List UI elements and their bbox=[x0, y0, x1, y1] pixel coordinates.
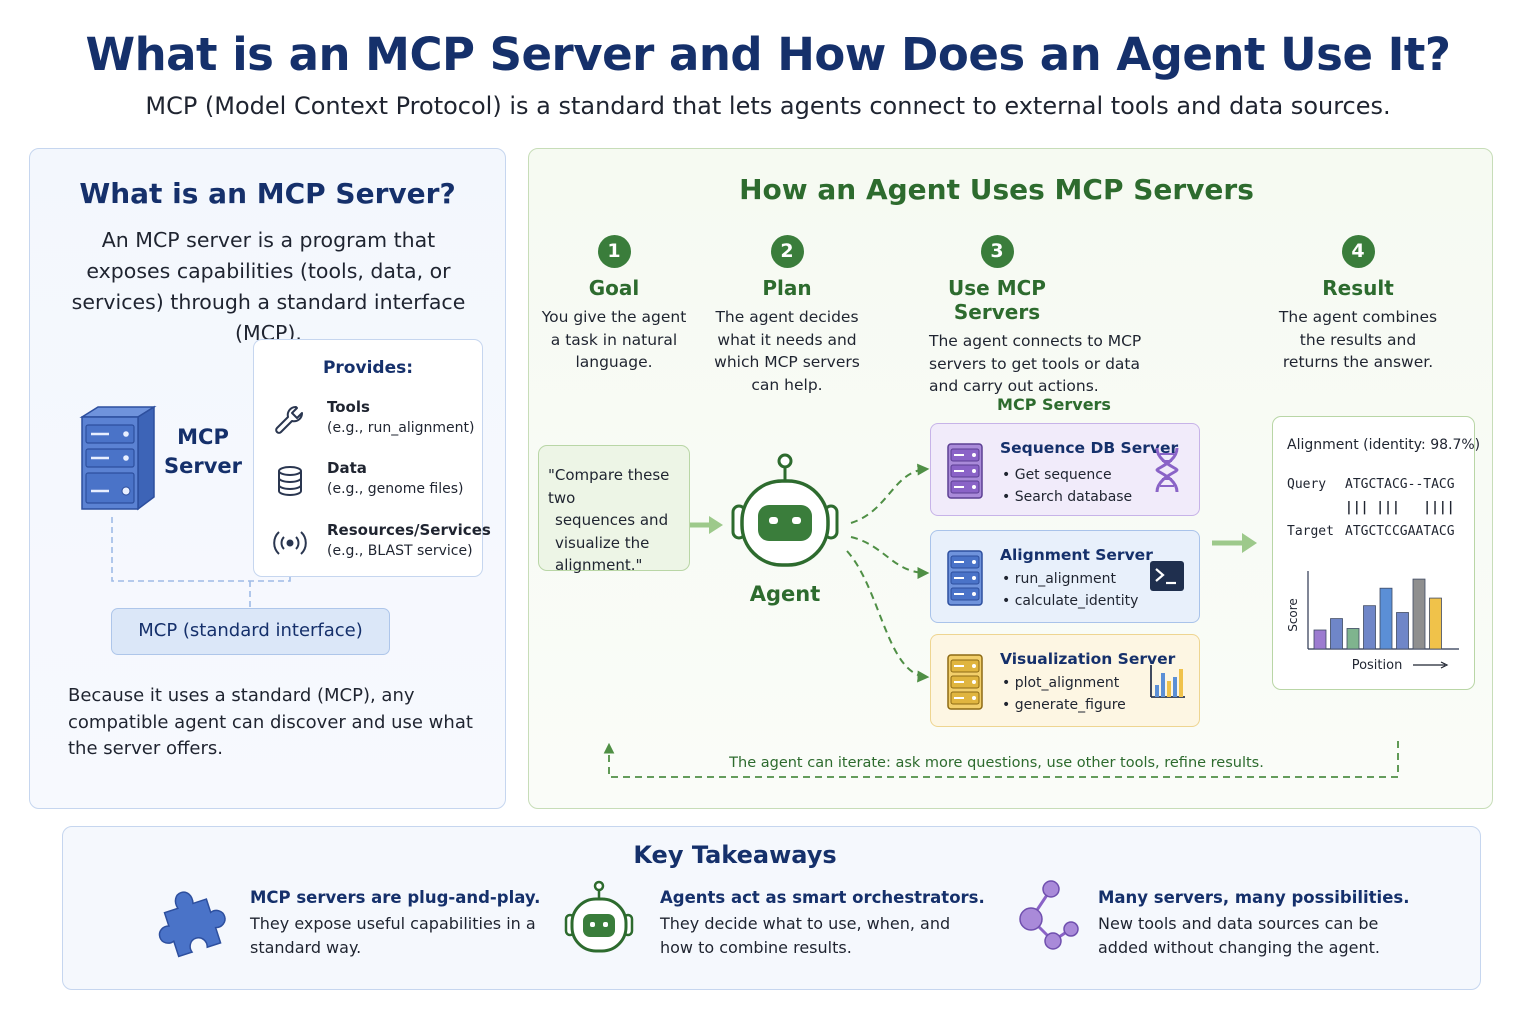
score-bar bbox=[1363, 605, 1376, 650]
server-icon bbox=[947, 550, 983, 606]
bar-chart-icon bbox=[1150, 665, 1185, 698]
dna-icon bbox=[1155, 447, 1179, 493]
step-goal: 1 Goal You give the agent a task in natu… bbox=[539, 235, 689, 374]
server-card-sequence-db: Sequence DB Server • Get sequence • Sear… bbox=[930, 423, 1200, 516]
chart-xlabel: Position bbox=[1352, 658, 1403, 673]
key-takeaways-panel: Key Takeaways MCP servers are plug-and-p… bbox=[62, 826, 1481, 990]
mcp-servers-label: MCP Servers bbox=[997, 395, 1111, 414]
server-icon bbox=[947, 443, 983, 499]
score-bar bbox=[1330, 618, 1343, 650]
target-label: Target bbox=[1287, 524, 1334, 539]
wrench-icon bbox=[275, 406, 303, 434]
what-is-mcp-panel: What is an MCP Server? An MCP server is … bbox=[29, 148, 506, 809]
score-bar bbox=[1346, 628, 1360, 650]
mcp-server-label: MCP Server bbox=[163, 425, 242, 478]
query-label: Query bbox=[1287, 477, 1327, 492]
score-bar-chart: Score Position bbox=[1286, 571, 1459, 673]
server-card-alignment: Alignment Server • run_alignment • calcu… bbox=[930, 530, 1200, 623]
page-title: What is an MCP Server and How Does an Ag… bbox=[85, 28, 1452, 81]
network-icon bbox=[1019, 880, 1079, 950]
takeaway-2-body: They decide what to use, when, and how t… bbox=[660, 914, 951, 957]
chart-ylabel: Score bbox=[1286, 598, 1300, 632]
takeaway-1-body: They expose useful capabilities in a sta… bbox=[250, 914, 536, 957]
terminal-icon bbox=[1150, 561, 1184, 591]
score-bar bbox=[1313, 629, 1327, 650]
agent-uses-mcp-panel: How an Agent Uses MCP Servers 1 Goal You… bbox=[528, 148, 1493, 809]
provides-item-resources: Resources/Services (e.g., BLAST service) bbox=[272, 521, 491, 571]
takeaways-title: Key Takeaways bbox=[633, 841, 837, 869]
match-line: ||| ||| |||| bbox=[1345, 500, 1455, 515]
step-plan: 2 Plan The agent decides what it needs a… bbox=[709, 235, 865, 396]
score-bar bbox=[1396, 612, 1409, 650]
left-panel-description: An MCP server is a program that exposes … bbox=[71, 228, 466, 345]
takeaway-2-heading: Agents act as smart orchestrators. bbox=[660, 888, 985, 907]
query-sequence: ATGCTACG--TACG bbox=[1345, 477, 1455, 492]
mcp-interface-bar: MCP (standard interface) bbox=[111, 608, 390, 655]
takeaway-3-heading: Many servers, many possibilities. bbox=[1098, 888, 1410, 907]
agent-robot-icon bbox=[731, 453, 839, 567]
puzzle-icon bbox=[158, 891, 226, 958]
server-card-visualization: Visualization Server • plot_alignment • … bbox=[930, 634, 1200, 727]
server-icon bbox=[79, 405, 157, 511]
broadcast-icon bbox=[273, 531, 307, 555]
step-result: 4 Result The agent combines the results … bbox=[1273, 235, 1443, 374]
score-bar bbox=[1412, 578, 1426, 650]
agent-label: Agent bbox=[749, 582, 821, 606]
iterate-note: The agent can iterate: ask more question… bbox=[729, 755, 1264, 771]
left-panel-footer: Because it uses a standard (MCP), any co… bbox=[68, 685, 473, 759]
database-icon bbox=[278, 466, 302, 496]
robot-icon bbox=[564, 880, 634, 953]
provides-title: Provides: bbox=[322, 358, 414, 378]
takeaway-3-body: New tools and data sources can be added … bbox=[1098, 914, 1380, 957]
task-prompt-bubble: "Compare these two sequences and visuali… bbox=[538, 445, 690, 574]
server-icon bbox=[947, 654, 983, 710]
score-bar bbox=[1379, 587, 1393, 650]
right-panel-title: How an Agent Uses MCP Servers bbox=[739, 173, 1254, 206]
page-subtitle: MCP (Model Context Protocol) is a standa… bbox=[145, 92, 1391, 120]
provides-card: Provides: Tools (e.g., run_alignment) Da… bbox=[253, 339, 491, 577]
provides-item-data: Data (e.g., genome files) bbox=[272, 459, 484, 509]
step-use-mcp-servers: 3 Use MCP Servers The agent connects to … bbox=[913, 235, 1141, 398]
result-card: Alignment (identity: 98.7%) Query ATGCTA… bbox=[1272, 416, 1480, 690]
alignment-title: Alignment (identity: 98.7%) bbox=[1287, 437, 1481, 453]
left-panel-title: What is an MCP Server? bbox=[79, 177, 456, 210]
provides-item-tools: Tools (e.g., run_alignment) bbox=[272, 398, 484, 448]
score-bar bbox=[1429, 597, 1442, 650]
takeaway-1-heading: MCP servers are plug-and-play. bbox=[250, 888, 541, 907]
target-sequence: ATGCTCCGAATACG bbox=[1345, 524, 1455, 539]
